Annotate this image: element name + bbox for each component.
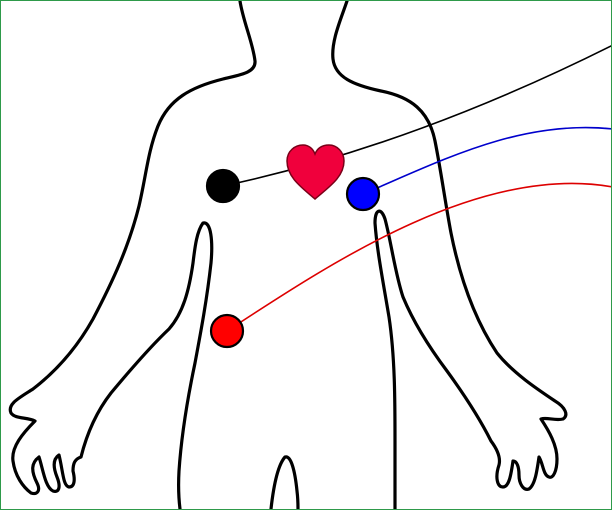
lead-wire-blue	[362, 126, 611, 195]
body-outline-left	[8, 1, 257, 509]
electrode-icon[interactable]	[345, 176, 381, 212]
human-torso-outline-icon	[8, 1, 568, 509]
body-outline-right	[331, 1, 568, 509]
heart-icon	[286, 144, 345, 200]
electrode-icon[interactable]	[209, 313, 245, 349]
lead-wire-black	[222, 45, 611, 187]
lead-wire-red	[226, 182, 611, 332]
lead-wires	[222, 45, 611, 332]
electrode-icon[interactable]	[205, 168, 241, 204]
body-outline-leg-gap	[269, 455, 300, 509]
